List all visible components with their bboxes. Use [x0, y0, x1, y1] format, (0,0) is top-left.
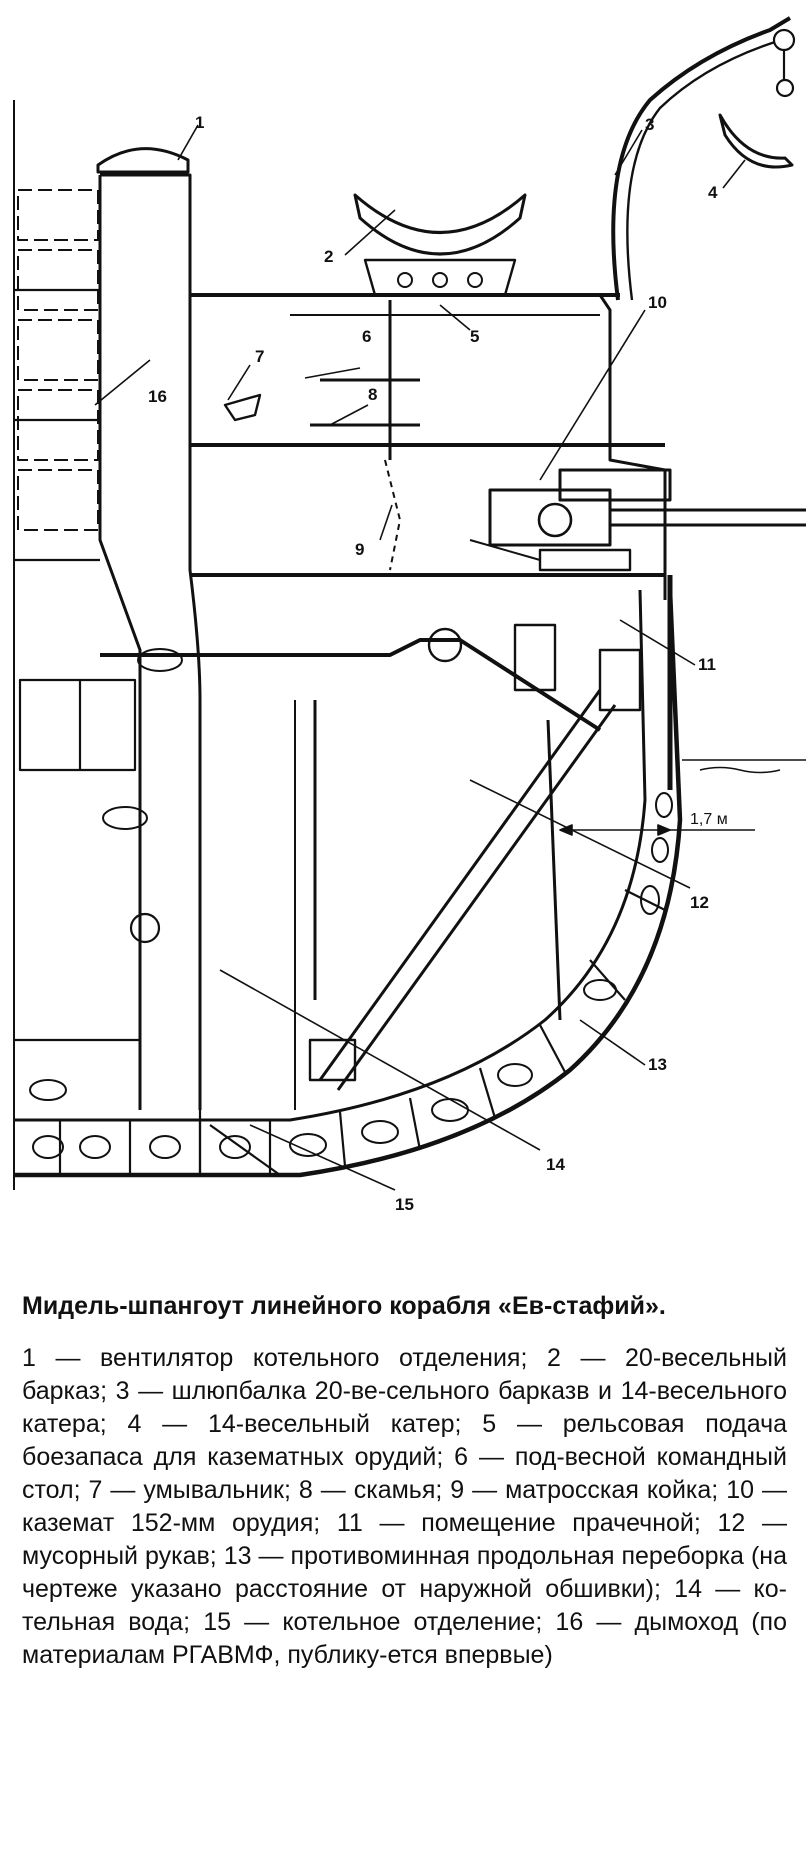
midship-section-drawing: 1 2 3 4 5 6 7 8 9 10 11 12 13 14 15 16 1… [13, 16, 806, 1214]
callout-10: 10 [648, 293, 667, 312]
callout-14: 14 [546, 1155, 565, 1174]
launch-chocks [363, 258, 517, 297]
ventilator-cap [96, 147, 190, 174]
callout-11: 11 [698, 655, 716, 674]
callout-8: 8 [368, 385, 377, 404]
callout-9: 9 [355, 540, 364, 559]
cutter-hull [718, 113, 794, 169]
dimension-label: 1,7 м [690, 811, 728, 828]
davit-blocks [772, 28, 796, 98]
boiler-room-fittings [129, 912, 281, 1176]
ship-side-upper [598, 294, 667, 600]
callout-4: 4 [708, 183, 718, 202]
caption-legend: 1 — вентилятор котельного отделения; 2 —… [22, 1343, 787, 1669]
waterline [682, 759, 806, 774]
refuse-chute-outer [318, 689, 602, 1081]
uptake-outer [100, 173, 202, 1110]
hull-inner-bottom [14, 589, 647, 1122]
uptake-inner [98, 175, 142, 1110]
hull-outer-plating [14, 589, 683, 1178]
dimension-arrow [559, 824, 755, 836]
refuse-chute-inner [336, 704, 617, 1091]
launch-hull [353, 193, 527, 256]
laundry-equipment [427, 623, 642, 712]
davit-arm-inner [626, 40, 776, 301]
callout-16: 16 [148, 387, 167, 406]
lightening-holes [29, 648, 673, 1159]
hammock [384, 459, 401, 571]
chute-base [308, 1038, 357, 1082]
callout-5: 5 [470, 327, 479, 346]
figure-caption: Мидель-шпангоут линейного корабля «Ев-ст… [22, 1290, 787, 1672]
washbasin [223, 393, 262, 422]
callout-6: 6 [362, 327, 371, 346]
midship-section-svg: 1 2 3 4 5 6 7 8 9 10 11 12 13 14 15 16 1… [13, 16, 806, 1214]
leader-lines [94, 124, 746, 1191]
callout-2: 2 [324, 247, 333, 266]
callout-12: 12 [690, 893, 709, 912]
torpedo-bulkhead [546, 719, 562, 1021]
callout-13: 13 [648, 1055, 667, 1074]
casemate-gun [469, 468, 806, 572]
davit-arm [611, 16, 792, 301]
callout-7: 7 [255, 347, 264, 366]
dashed-compartments [17, 189, 99, 531]
platform-deck [100, 638, 602, 732]
callout-15: 15 [395, 1195, 414, 1214]
launch-chock-holes [397, 272, 483, 288]
left-frames [14, 288, 140, 1042]
caption-title: Мидель-шпангоут линейного корабля «Ев-ст… [22, 1292, 666, 1320]
